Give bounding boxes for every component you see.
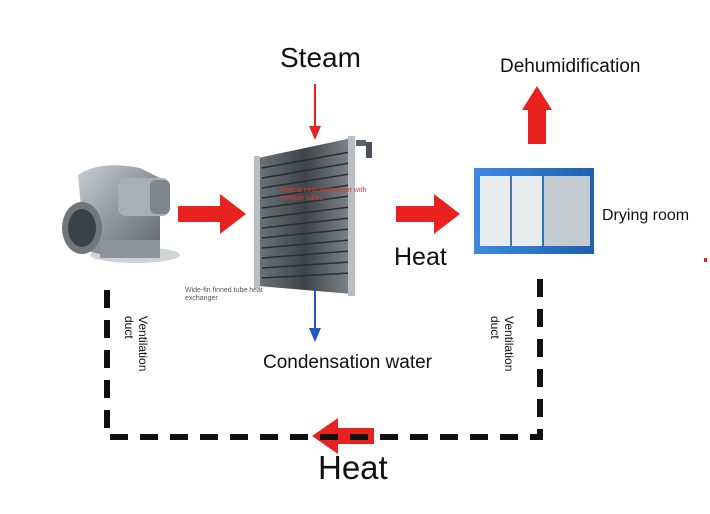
heat-exchanger-caption: Wide-fin finned tube heat exchanger [185,287,263,302]
ventilation-duct-left-line1: Ventilation [136,316,150,372]
ventilation-duct-label-left: Ventilation duct [122,316,150,371]
ventilation-duct-loop [104,270,543,440]
ventilation-duct-left-line2: duct [122,316,136,339]
arrow-exchanger-to-drying-room [396,194,460,234]
condensation-water-label: Condensation water [263,352,432,373]
arrow-condensation-out [309,290,321,342]
arrow-dehumidification-up [522,86,552,144]
optical-exchanger-caption: Optical heat exchanger with multiple tub… [280,187,367,202]
heat-label-middle: Heat [394,243,447,271]
drying-room-label: Drying room [600,205,692,227]
dehumidification-label: Dehumidification [500,56,641,77]
drying-room-container-icon [474,168,594,254]
ventilation-duct-label-right: Ventilation duct [488,316,516,371]
arrow-blower-to-exchanger [178,194,246,234]
finned-tube-heat-exchanger-icon [254,136,372,296]
ventilation-duct-right-line2: duct [488,316,502,339]
steam-label: Steam [280,42,361,73]
ventilation-duct-right-line1: Ventilation [502,316,516,372]
arrow-steam-in [309,84,321,140]
heat-label-bottom: Heat [318,449,388,486]
edge-mark [704,258,707,262]
centrifugal-blower-icon [62,165,180,263]
